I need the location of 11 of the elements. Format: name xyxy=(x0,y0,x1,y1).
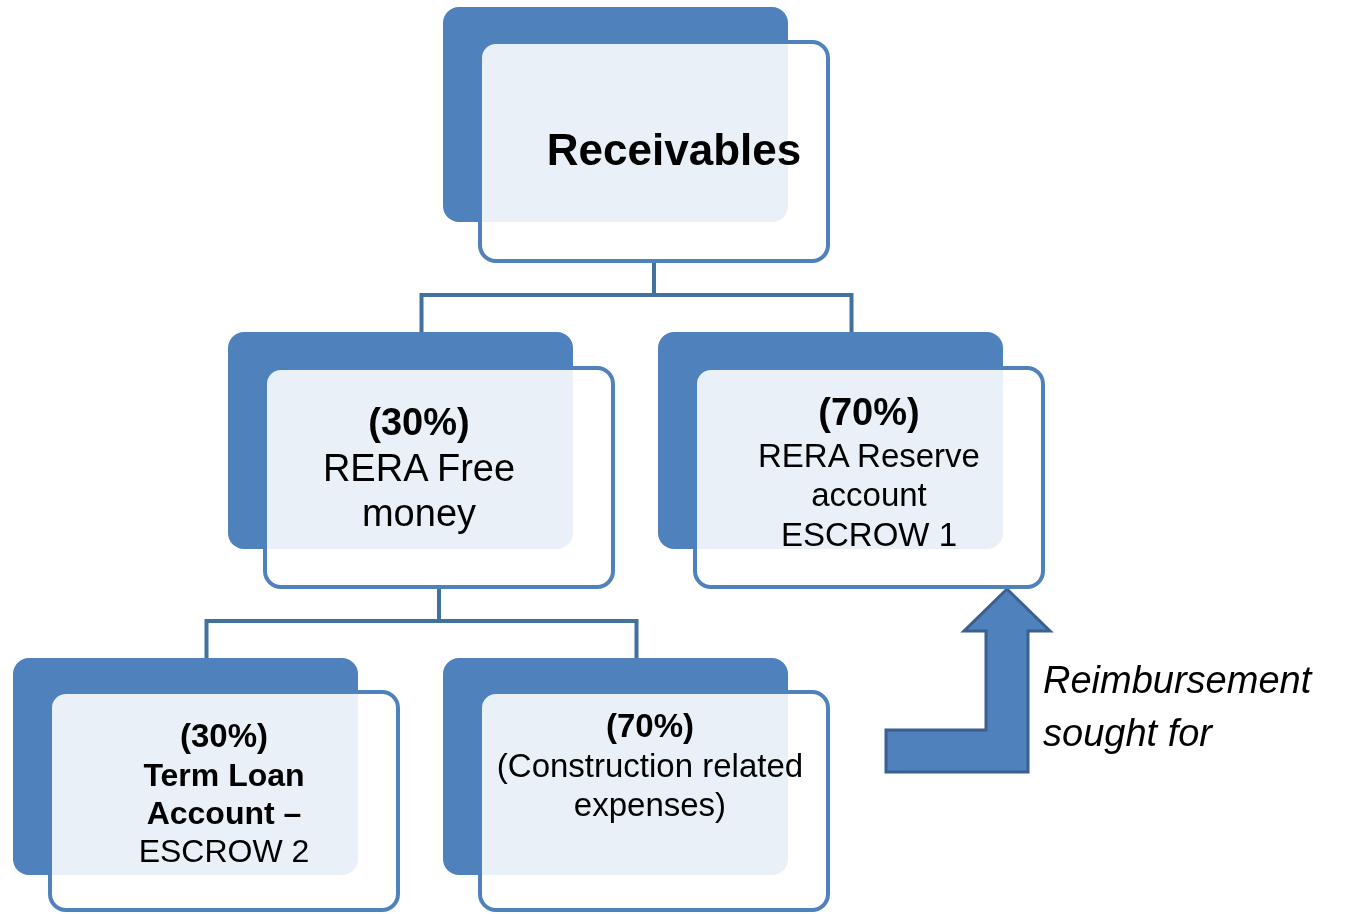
node-heading: (70%) xyxy=(817,390,921,435)
node-text: RERA Free money xyxy=(321,445,517,537)
thick-arrow xyxy=(884,586,1054,774)
node-heading: Receivables xyxy=(545,124,803,176)
node-heading: (30%) xyxy=(179,716,269,756)
node-text: (Construction related expenses) xyxy=(495,745,805,825)
edge-label: Reimbursement sought for xyxy=(1043,658,1314,757)
node-heading: (70%) xyxy=(605,706,695,746)
node-text: Term Loan Account – ESCROW 2 xyxy=(137,755,311,871)
node-heading: (30%) xyxy=(367,400,471,445)
node-text: RERA Reserve account ESCROW 1 xyxy=(757,435,981,555)
